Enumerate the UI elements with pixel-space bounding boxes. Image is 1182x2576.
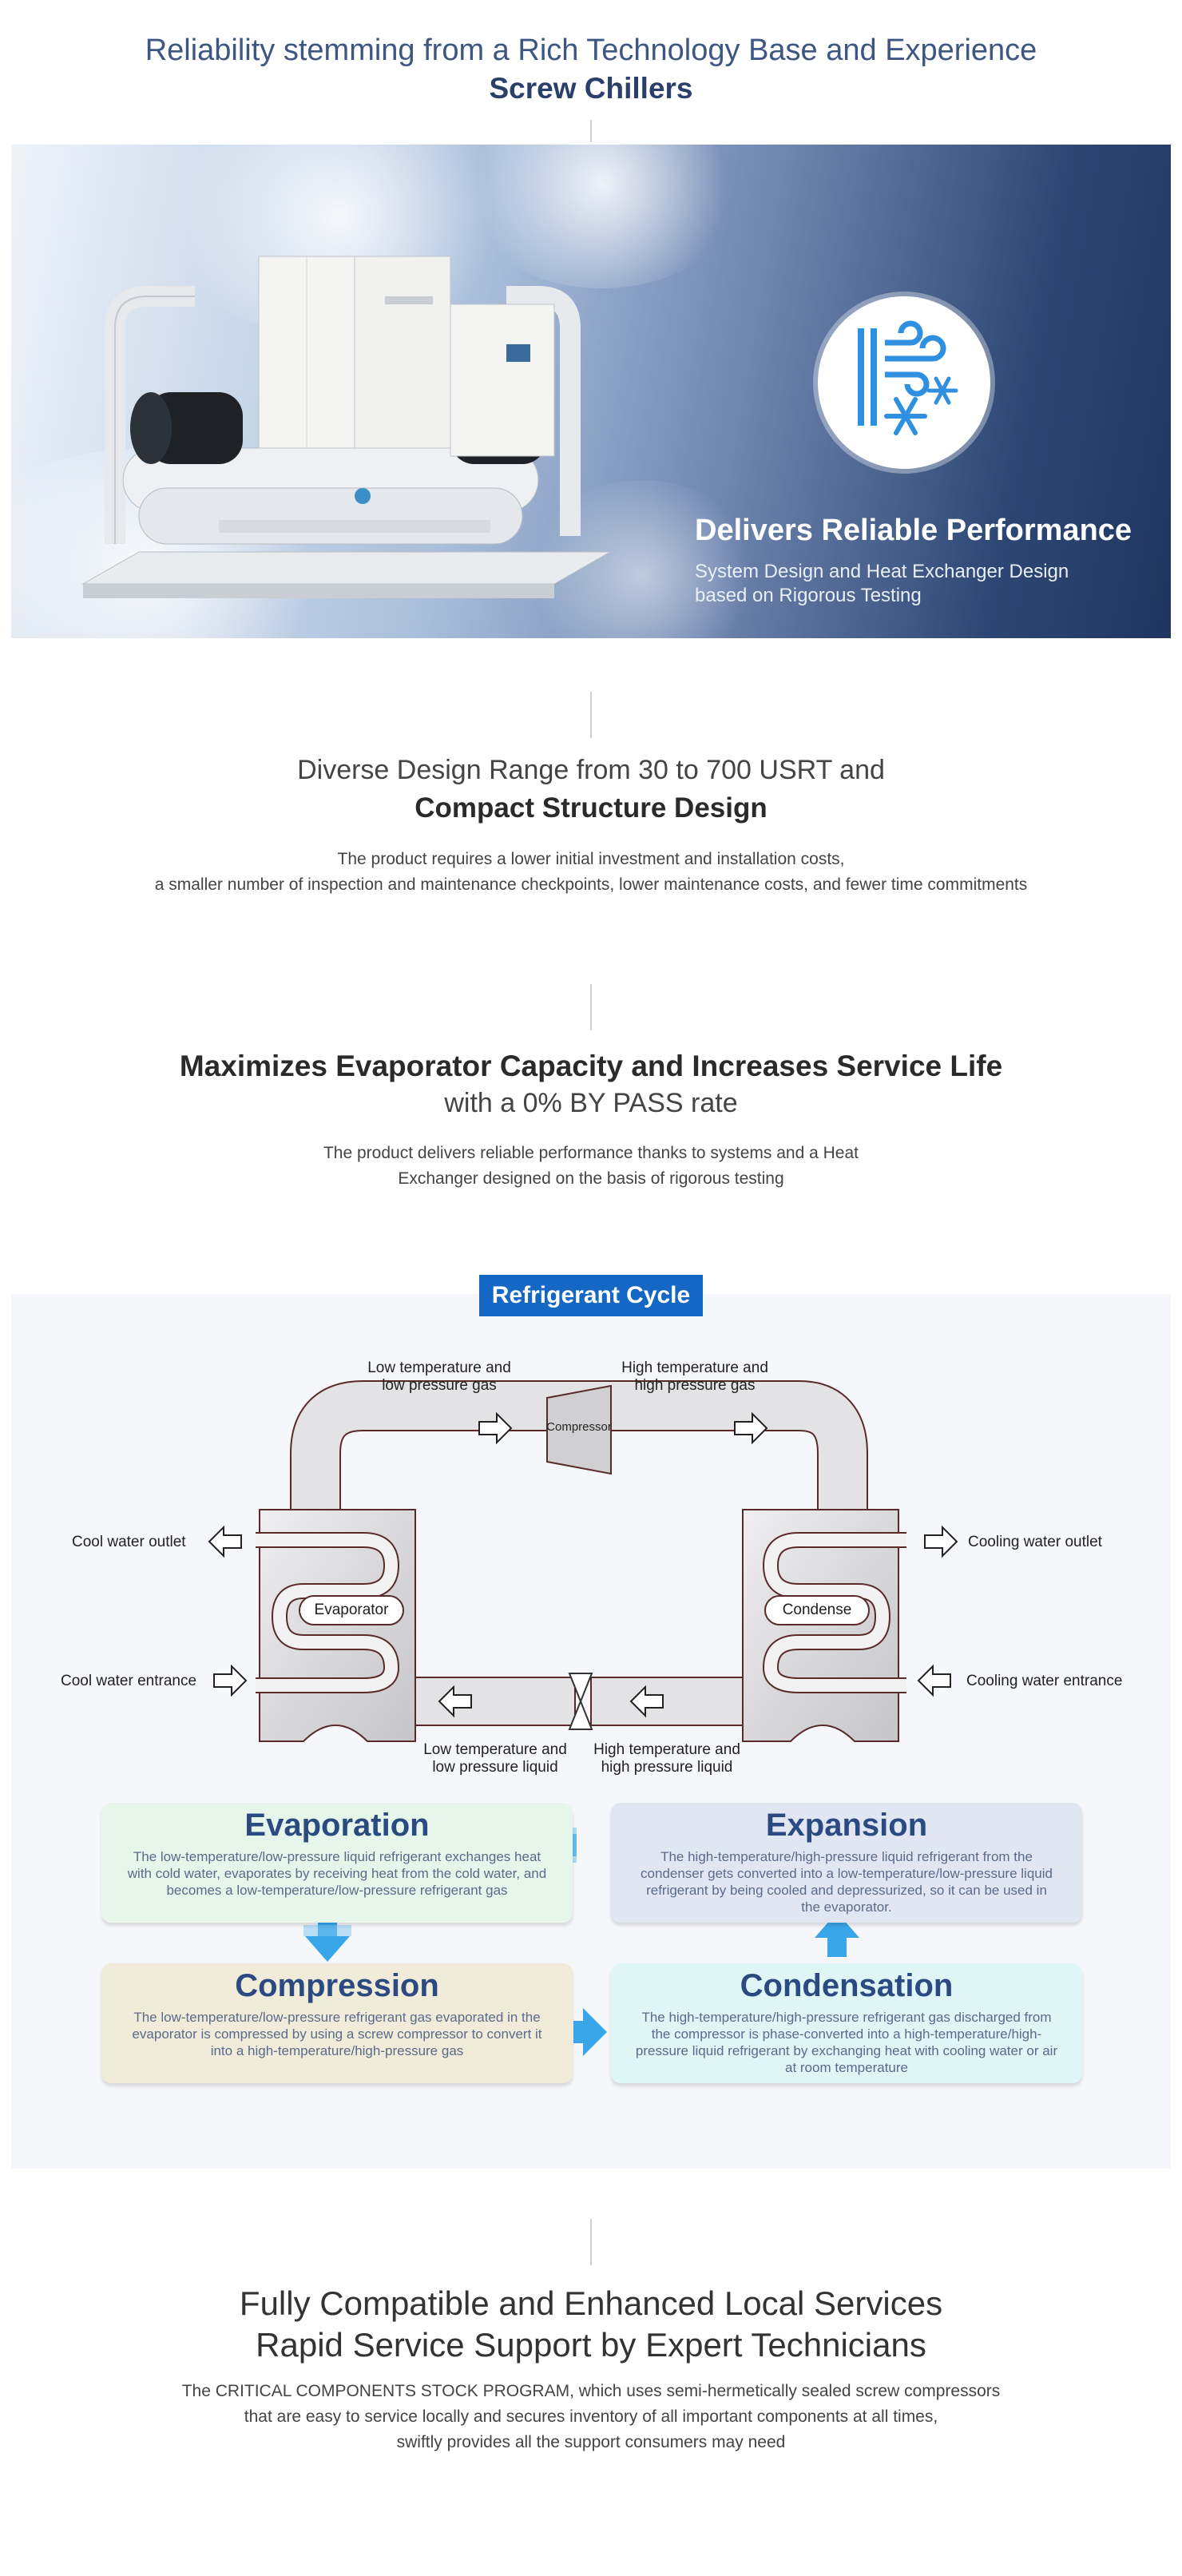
section-paragraph: a smaller number of inspection and maint… xyxy=(154,875,1028,894)
hero-description-line: System Design and Heat Exchanger Design xyxy=(695,561,1069,582)
label-cooling-water-outlet: Cooling water outlet xyxy=(968,1534,1102,1550)
label-cool-water-outlet: Cool water outlet xyxy=(72,1534,186,1550)
page-title: Screw Chillers xyxy=(489,72,693,105)
label-evaporator: Evaporator xyxy=(314,1602,389,1618)
hero-description: System Design and Heat Exchanger Design … xyxy=(695,560,1078,608)
label-low-pressure-gas: Low temperature and low pressure gas xyxy=(327,1359,551,1395)
divider-line xyxy=(590,2219,592,2265)
label-cool-water-entrance: Cool water entrance xyxy=(61,1673,197,1689)
page-subtitle: Reliability stemming from a Rich Technol… xyxy=(145,34,1037,67)
step-text: The low-temperature/low-pressure refrige… xyxy=(132,2010,542,2058)
section-paragraph: swiftly provides all the support consume… xyxy=(396,2433,786,2451)
section-paragraph: The product requires a lower initial inv… xyxy=(337,850,845,868)
label-line: Low temperature and xyxy=(423,1741,567,1758)
divider-line xyxy=(590,984,592,1030)
label-high-pressure-gas: High temperature and high pressure gas xyxy=(583,1359,807,1395)
section-paragraph: The CRITICAL COMPONENTS STOCK PROGRAM, w… xyxy=(181,2382,1001,2400)
refrigerant-cycle-tag: Refrigerant Cycle xyxy=(479,1275,703,1316)
step-condensation: Condensation The high-temperature/high-p… xyxy=(611,1963,1082,2083)
section-heading-line: with a 0% BY PASS rate xyxy=(444,1088,738,1118)
label-condenser: Condense xyxy=(782,1602,852,1618)
label-cooling-water-entrance: Cooling water entrance xyxy=(966,1673,1123,1689)
wind-snowflake-icon xyxy=(818,296,990,469)
label-line: High temperature and xyxy=(621,1359,768,1376)
screw-chiller-image xyxy=(81,256,612,598)
label-line: low pressure liquid xyxy=(432,1759,558,1776)
section-heading-bold: Compact Structure Design xyxy=(414,792,768,824)
label-line: high pressure liquid xyxy=(601,1759,733,1776)
divider-line xyxy=(590,692,592,738)
section-paragraph: Exchanger designed on the basis of rigor… xyxy=(398,1169,784,1188)
label-high-pressure-liquid: High temperature and high pressure liqui… xyxy=(575,1741,759,1776)
step-text: The high-temperature/high-pressure refri… xyxy=(635,2010,1058,2075)
label-compressor: Compressor xyxy=(546,1420,612,1434)
label-line: Low temperature and xyxy=(367,1359,511,1376)
label-low-pressure-liquid: Low temperature and low pressure liquid xyxy=(403,1741,587,1776)
step-text: The low-temperature/low-pressure liquid … xyxy=(127,1849,547,1898)
step-evaporation: Evaporation The low-temperature/low-pres… xyxy=(101,1803,573,1923)
step-expansion: Expansion The high-temperature/high-pres… xyxy=(611,1803,1082,1923)
hero-headline: Delivers Reliable Performance xyxy=(695,514,1132,547)
label-line: high pressure gas xyxy=(634,1377,756,1394)
step-title: Expansion xyxy=(765,1808,928,1843)
section-heading-line: Rapid Service Support by Expert Technici… xyxy=(256,2326,926,2364)
section-heading-line: Diverse Design Range from 30 to 700 USRT… xyxy=(297,755,885,785)
section-heading-line: Fully Compatible and Enhanced Local Serv… xyxy=(239,2284,943,2322)
hero-banner: Delivers Reliable Performance System Des… xyxy=(11,145,1171,638)
section-paragraph: The product delivers reliable performanc… xyxy=(323,1144,859,1162)
hero-description-line: based on Rigorous Testing xyxy=(695,585,922,606)
label-line: High temperature and xyxy=(593,1741,740,1758)
step-title: Condensation xyxy=(740,1968,954,2003)
step-title: Evaporation xyxy=(244,1808,430,1843)
step-compression: Compression The low-temperature/low-pres… xyxy=(101,1963,573,2083)
step-title: Compression xyxy=(235,1968,439,2003)
section-heading-bold: Maximizes Evaporator Capacity and Increa… xyxy=(179,1050,1003,1082)
section-paragraph: that are easy to service locally and sec… xyxy=(244,2407,938,2426)
step-text: The high-temperature/high-pressure liqui… xyxy=(641,1849,1053,1915)
label-line: low pressure gas xyxy=(382,1377,497,1394)
divider-line xyxy=(590,120,592,142)
